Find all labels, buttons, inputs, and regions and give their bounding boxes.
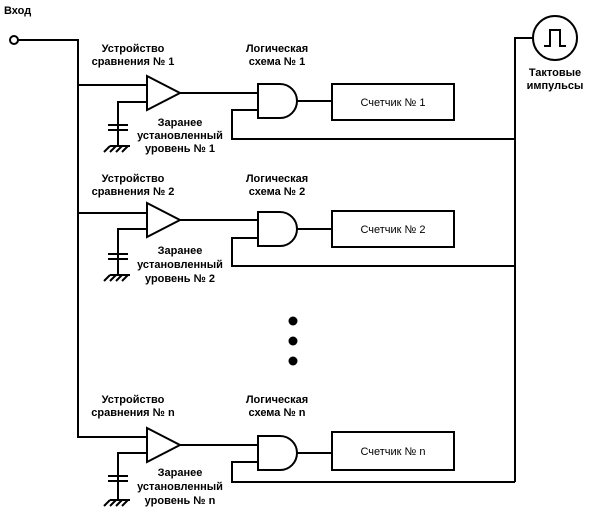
comparator-label-line2: сравнения № 2 — [92, 186, 175, 198]
level-label-line2: установленный — [137, 130, 223, 142]
counter-label: Счетчик № n — [360, 446, 425, 458]
logic-label-line2: схема № n — [249, 407, 306, 419]
clock-label-line1: Тактовые — [529, 67, 581, 79]
comparator-triangle — [146, 426, 183, 464]
reference-source-symbol — [108, 124, 128, 131]
level-label-line2: установленный — [137, 259, 223, 271]
pulse-icon — [544, 29, 566, 47]
input-terminal-circle — [9, 35, 19, 45]
reference-source-symbol — [108, 475, 128, 482]
clock-to-gate-wire — [231, 109, 515, 140]
ground-icon — [103, 499, 130, 507]
input-terminal: Вход — [4, 5, 31, 45]
logic-label-line2: схема № 2 — [249, 186, 305, 198]
ellipsis-dot — [288, 336, 298, 346]
reference-wire — [117, 101, 147, 146]
counter-label: Счетчик № 1 — [360, 97, 425, 109]
counter-label: Счетчик № 2 — [360, 224, 425, 236]
channel-n: Устройство сравнения № n Логическая схем… — [91, 394, 515, 507]
logic-label-line1: Логическая — [246, 394, 308, 406]
level-label-line3: уровень № n — [145, 495, 216, 507]
clock-circle — [532, 15, 578, 61]
level-label-line3: уровень № 2 — [145, 273, 215, 285]
logic-label-line2: схема № 1 — [249, 56, 305, 68]
clock-bus-wire — [514, 37, 533, 482]
counter-box — [331, 83, 455, 121]
level-label-line2: установленный — [137, 481, 223, 493]
reference-source-symbol — [108, 253, 128, 260]
and-gate — [257, 211, 298, 247]
comparator-label-line1: Устройство — [102, 173, 165, 185]
ellipsis-dots — [288, 316, 298, 366]
ellipsis-dot — [288, 356, 298, 366]
comparator-label-line2: сравнения № n — [91, 407, 175, 419]
comparator-label-line1: Устройство — [102, 43, 165, 55]
input-label: Вход — [4, 5, 31, 17]
and-gate — [257, 83, 298, 119]
clock-to-gate-wire — [231, 461, 515, 483]
ground-icon — [103, 145, 130, 153]
and-gate — [257, 435, 298, 471]
logic-label-line1: Логическая — [246, 173, 308, 185]
comparator-label-line1: Устройство — [102, 394, 165, 406]
input-bus-wire — [18, 39, 147, 438]
reference-wire — [117, 452, 147, 500]
clock-label-line2: импульсы — [527, 80, 584, 92]
comparator-label-line2: сравнения № 1 — [92, 56, 175, 68]
channel-2: Устройство сравнения № 2 Логическая схем… — [78, 173, 515, 285]
clock-generator: Тактовые импульсы — [527, 15, 584, 92]
level-label-line1: Заранее — [158, 245, 203, 257]
level-label-line1: Заранее — [158, 117, 203, 129]
comparator-triangle — [146, 201, 183, 239]
level-label-line1: Заранее — [158, 467, 203, 479]
ground-icon — [103, 274, 130, 282]
level-label-line3: уровень № 1 — [145, 143, 215, 155]
clock-to-gate-wire — [231, 237, 515, 267]
counter-box — [331, 210, 455, 248]
channel-1: Устройство сравнения № 1 Логическая схем… — [78, 43, 515, 155]
logic-label-line1: Логическая — [246, 43, 308, 55]
comparator-triangle — [146, 74, 183, 112]
counter-box — [331, 431, 455, 471]
ellipsis-dot — [288, 316, 298, 326]
